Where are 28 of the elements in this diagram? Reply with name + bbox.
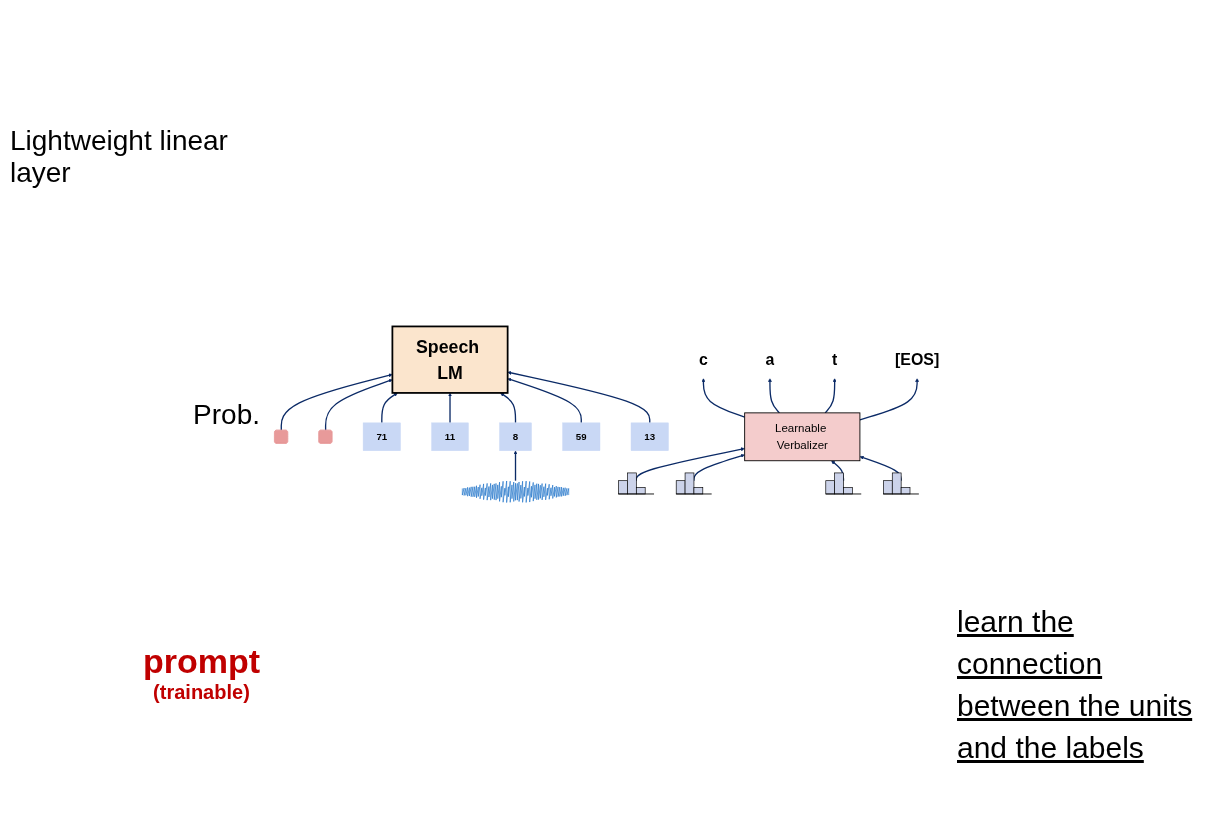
node-box: 13 [630, 422, 669, 451]
node-box: 11 [431, 422, 469, 451]
prompt-label: prompt [142, 641, 260, 681]
arrow [381, 392, 398, 424]
arrow [507, 377, 582, 424]
note-text: learn the connection between the units and the labels [957, 604, 1194, 766]
layer-annotation: Lightweight linear layer [10, 125, 229, 190]
prompt-sublabel: (trainable) [153, 680, 250, 704]
prob-annotation: Prob. [193, 399, 260, 432]
node-box: 71 [362, 422, 401, 451]
arrow [768, 378, 781, 414]
arrow [701, 378, 746, 418]
arrow [324, 379, 393, 432]
arrow [513, 450, 518, 482]
node-text: c [698, 350, 708, 369]
node-text: a [765, 350, 775, 369]
arrow [859, 378, 920, 421]
arrow [824, 378, 837, 414]
node-box: Learnable Verbalizer [744, 412, 861, 462]
arrow [500, 392, 517, 424]
arrow [507, 371, 651, 424]
arrow [448, 392, 452, 424]
arrow [280, 373, 393, 432]
node-text: [EOS] [894, 350, 940, 369]
node-box: Speech LM [391, 325, 509, 394]
node-box: 8 [499, 422, 532, 451]
node-text: t [831, 350, 838, 369]
node-box: 59 [562, 422, 601, 451]
